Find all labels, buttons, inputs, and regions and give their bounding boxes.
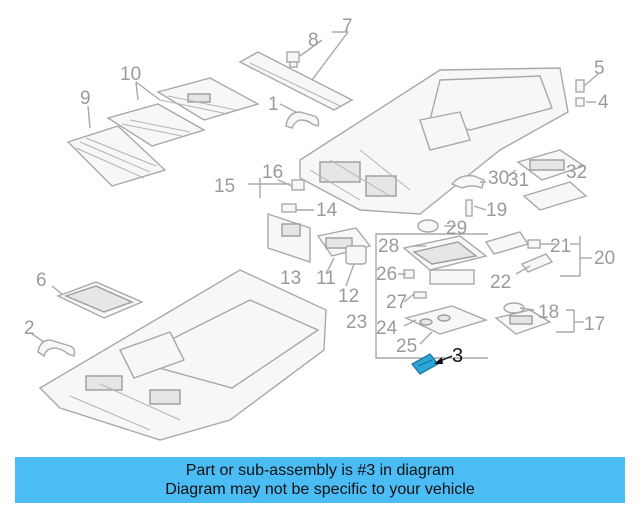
part-6-panel: [56, 281, 144, 319]
label-24: 24: [376, 318, 398, 339]
part-22-bracket: [484, 231, 530, 255]
part-9-panel: [66, 125, 167, 187]
info-banner: Part or sub-assembly is #3 in diagram Di…: [15, 457, 625, 503]
parts-diagram: 7 8 10 9 1 5 4 16 15 14 30 31 32 19 29 2…: [24, 16, 615, 441]
part-8-clip: [286, 51, 300, 68]
label-7: 7: [342, 16, 353, 37]
label-4: 4: [598, 92, 609, 113]
part-23-console: [402, 235, 488, 285]
label-12: 12: [338, 286, 359, 307]
part-29-bulb: [417, 219, 439, 233]
part-21-clip: [527, 239, 541, 249]
leader-lines: [31, 31, 599, 345]
part-3-arrow: [434, 355, 453, 364]
label-5: 5: [594, 58, 605, 79]
callout-labels: 7 8 10 9 1 5 4 16 15 14 30 31 32 19 29 2…: [24, 16, 615, 367]
part-4-clip: [575, 97, 585, 107]
banner-line-1: Part or sub-assembly is #3 in diagram: [185, 462, 455, 479]
label-11: 11: [316, 268, 336, 289]
label-31: 31: [508, 170, 529, 191]
headliner-lower: [38, 269, 327, 441]
part-30-handle: [450, 174, 485, 189]
label-8: 8: [308, 30, 319, 51]
part-12-bulb: [345, 245, 367, 265]
label-9: 9: [80, 88, 91, 109]
part-5-clip: [575, 79, 585, 93]
label-20: 20: [594, 248, 615, 269]
banner-line-2: Diagram may not be specific to your vehi…: [165, 481, 475, 498]
part-7-trim-strip: [238, 51, 354, 111]
label-21: 21: [550, 236, 571, 257]
label-25: 25: [396, 336, 417, 357]
label-16: 16: [262, 162, 283, 183]
label-2: 2: [24, 318, 35, 339]
part-16-clip: [291, 179, 305, 191]
part-14-clip: [281, 203, 297, 213]
label-30: 30: [488, 168, 509, 189]
headliner-upper: [299, 67, 569, 215]
part-24-console-lower: [403, 305, 489, 335]
label-13: 13: [280, 268, 301, 289]
part-19-clip: [465, 199, 473, 217]
label-3: 3: [452, 345, 463, 367]
label-17: 17: [584, 314, 605, 335]
part-13-sun-visor: [267, 213, 311, 263]
part-27-clip: [413, 291, 427, 299]
label-28: 28: [378, 236, 399, 257]
label-6: 6: [36, 270, 47, 291]
label-29: 29: [446, 218, 467, 239]
label-18: 18: [538, 302, 559, 323]
label-1: 1: [268, 94, 279, 115]
label-27: 27: [386, 292, 407, 313]
label-22: 22: [490, 272, 511, 293]
part-10-panel: [106, 77, 260, 147]
part-22-switch: [520, 253, 554, 273]
label-15: 15: [214, 176, 235, 197]
label-14: 14: [316, 200, 338, 221]
label-23: 23: [346, 312, 367, 333]
part-1-grab-handle: [285, 111, 320, 129]
label-26: 26: [376, 264, 397, 285]
label-10: 10: [120, 64, 141, 85]
label-32: 32: [566, 162, 587, 183]
part-17-lamp: [494, 309, 552, 335]
part-31-console: [516, 149, 588, 211]
label-19: 19: [486, 200, 507, 221]
part-2-grab-handle: [37, 339, 76, 358]
